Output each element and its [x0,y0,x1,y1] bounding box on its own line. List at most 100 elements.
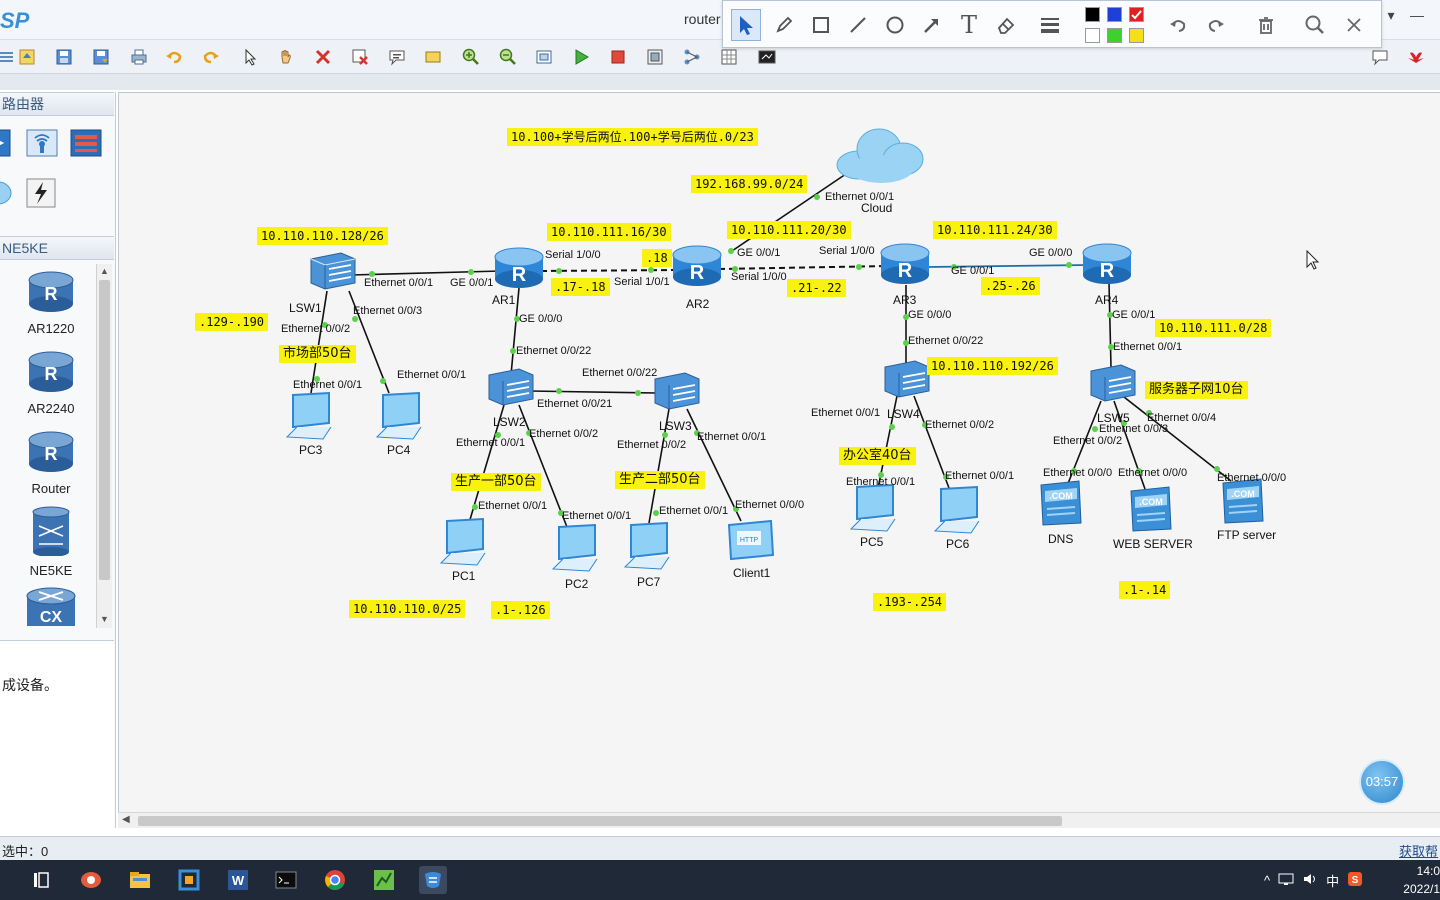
device-router[interactable]: R Router [14,430,88,496]
firewall-icon[interactable] [70,128,102,163]
pan-hand-icon[interactable] [274,45,298,69]
zoom-in-icon[interactable] [459,45,483,69]
color-swatch-green[interactable] [1107,28,1122,43]
link-ar1-lsw2[interactable] [510,287,520,376]
device-ar2240[interactable]: R AR2240 [14,350,88,416]
redo-icon[interactable] [199,45,223,69]
link-lsw4-pc6[interactable] [913,395,950,489]
topology-icon[interactable] [680,45,704,69]
router-ar1-icon[interactable]: R [494,247,544,288]
chevron-up-icon[interactable]: ^ [1264,872,1271,888]
close-icon[interactable] [1339,9,1369,41]
ellipse-tool-icon[interactable] [880,9,910,41]
undo-icon[interactable] [162,45,186,69]
huawei-logo-icon[interactable] [1404,45,1428,69]
stop-device-icon[interactable] [606,45,630,69]
select-arrow-icon[interactable] [731,9,761,41]
device-ar1220[interactable]: R AR1220 [14,270,88,336]
minimize-button[interactable]: — [1410,7,1424,23]
file-explorer-icon[interactable] [126,866,154,894]
input-method-indicator[interactable]: 中 [1326,873,1340,889]
link-ar4-lsw5[interactable] [1108,282,1112,368]
link-lsw1-pc4[interactable] [348,290,390,394]
save-as-icon[interactable] [89,45,113,69]
print-icon[interactable] [127,45,151,69]
cloud-icon[interactable] [836,128,924,183]
grid-icon[interactable] [717,45,741,69]
wireless-icon[interactable] [26,128,58,163]
pc3-icon[interactable] [285,391,332,440]
pc6-icon[interactable] [933,485,980,534]
redo-annotation-icon[interactable] [1201,9,1231,41]
switch-lsw2-icon[interactable] [488,368,534,406]
cloud-device-icon[interactable] [0,180,14,211]
text-tool-icon[interactable]: T [960,11,977,39]
magnifier-icon[interactable] [1300,9,1330,41]
delete-icon[interactable] [311,45,335,69]
terminal-icon[interactable] [272,866,300,894]
console-icon[interactable] [755,45,779,69]
link-lsw1-pc3[interactable] [310,290,328,394]
pointer-icon[interactable] [238,45,262,69]
link-lsw2-pc2[interactable] [518,404,568,528]
scroll-up-icon[interactable]: ▲ [100,266,109,276]
color-swatch-red[interactable] [1129,7,1144,22]
sogou-ime-icon[interactable]: S [1347,871,1363,890]
switch-lsw5-icon[interactable] [1090,364,1136,402]
link-lsw5-web[interactable] [1113,400,1146,490]
link-cable-icon[interactable] [26,178,56,213]
color-swatch-yellow[interactable] [1129,28,1144,43]
system-clock[interactable]: 14:0 2022/1 [1398,862,1440,898]
scroll-left-icon[interactable]: ◀ [122,814,130,825]
help-link[interactable]: 获取帮 [1398,844,1438,859]
home-icon[interactable] [15,45,39,69]
link-lsw3-client1[interactable] [686,408,742,522]
pc4-icon[interactable] [375,391,422,440]
pc7-icon[interactable] [623,521,670,570]
topology-canvas[interactable]: R R R R [118,92,1440,828]
menu-icon[interactable] [0,45,18,69]
capture-icon[interactable] [643,45,667,69]
rectangle-tool-icon[interactable] [806,9,836,41]
dns-server-icon[interactable]: .COM [1040,480,1082,526]
web-server-icon[interactable]: .COM [1130,486,1172,532]
task-view-icon[interactable] [33,871,49,894]
scrollbar-thumb[interactable] [138,816,1062,826]
router-ar2-icon[interactable]: R [672,245,722,286]
client1-icon[interactable]: HTTP [727,519,775,561]
stroke-width-icon[interactable] [1036,9,1066,41]
link-ar2-ar3[interactable] [718,265,890,270]
device-list-scrollbar[interactable]: ▲ ▼ [96,264,112,628]
ensp-app-icon[interactable] [77,866,105,894]
fit-view-icon[interactable] [532,45,556,69]
pc5-icon[interactable] [849,483,896,532]
virtualbox-icon[interactable] [175,866,203,894]
dropdown-button[interactable]: ▾ [1387,7,1395,23]
ensp-active-icon[interactable] [419,866,447,894]
router-category-header[interactable]: 路由器 [0,92,114,116]
chart-app-icon[interactable] [370,866,398,894]
link-lsw2-pc1[interactable] [468,404,505,524]
link-ar1-ar2[interactable] [540,269,680,272]
arrow-tool-icon[interactable] [917,9,947,41]
switch-lsw1-icon[interactable] [310,252,356,290]
delete-link-icon[interactable] [348,45,372,69]
ne5ke-category-header[interactable]: NE5KE [0,236,114,260]
volume-icon[interactable] [1302,872,1318,889]
pc2-icon[interactable] [551,523,598,572]
router-ar4-icon[interactable]: R [1082,243,1132,284]
rectangle-icon[interactable] [421,45,445,69]
scrollbar-thumb[interactable] [99,280,110,580]
switch-lsw3-icon[interactable] [654,372,700,410]
eraser-icon[interactable] [991,9,1021,41]
switch-lsw4-icon[interactable] [884,360,930,398]
color-swatch-white[interactable] [1085,28,1100,43]
router-ar3-icon[interactable]: R [880,243,930,284]
zoom-out-icon[interactable] [496,45,520,69]
scroll-down-icon[interactable]: ▼ [100,614,109,624]
trash-icon[interactable] [1251,9,1281,41]
link-lsw5-ftp[interactable] [1123,396,1232,482]
color-swatch-black[interactable] [1085,7,1100,22]
undo-annotation-icon[interactable] [1163,9,1193,41]
color-swatch-blue[interactable] [1107,7,1122,22]
